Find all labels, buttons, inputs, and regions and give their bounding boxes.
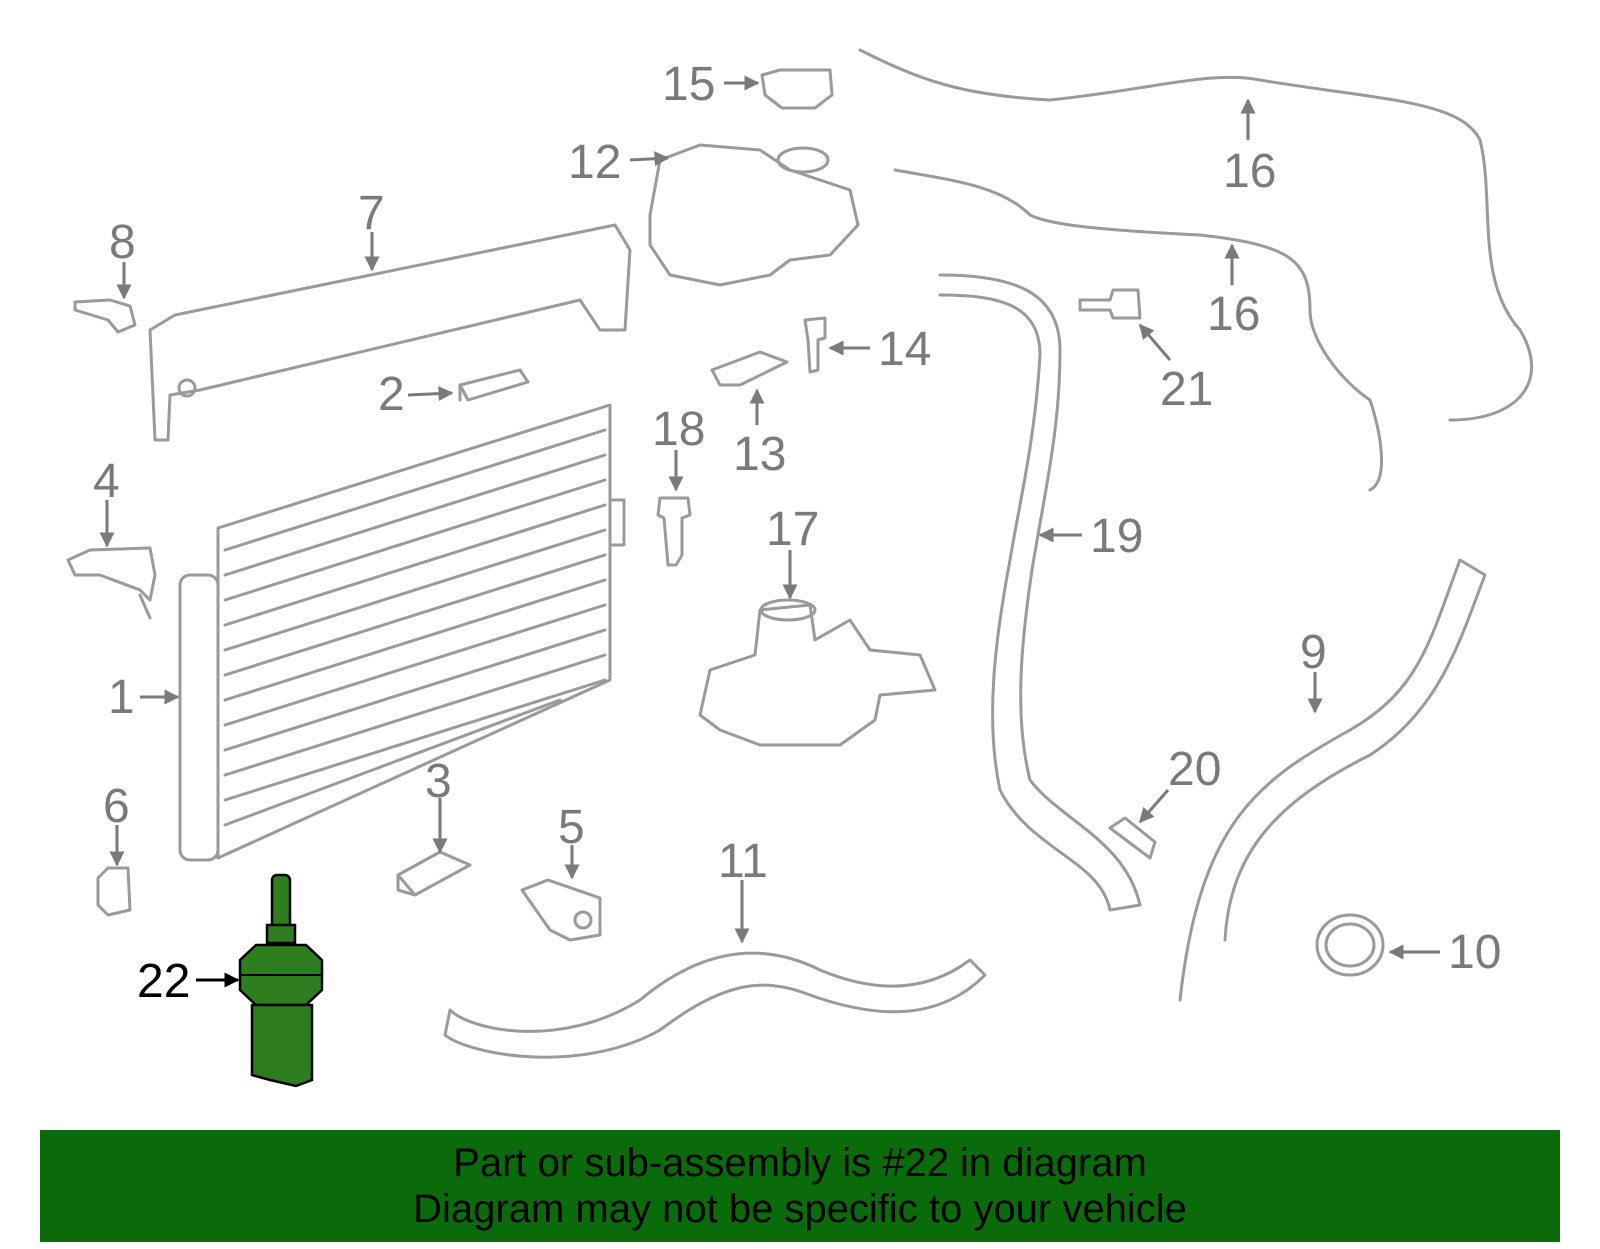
callout-8: 8 <box>109 216 136 269</box>
line-part-19 <box>938 273 1142 912</box>
bolt-part-8 <box>73 298 137 334</box>
hose-part-11 <box>443 951 987 1059</box>
line-part-16b <box>893 168 1383 492</box>
bolt-part-14 <box>803 316 827 374</box>
clip-part-20 <box>1108 816 1157 860</box>
clamp-part-10 <box>1315 913 1385 977</box>
sensor-part-22 <box>238 873 324 1088</box>
callout-4: 4 <box>93 455 120 508</box>
clip-part-6 <box>96 866 132 917</box>
callout-19: 19 <box>1090 510 1143 563</box>
callout-3: 3 <box>425 755 452 808</box>
callout-18: 18 <box>652 403 705 456</box>
callout-13: 13 <box>733 428 786 481</box>
info-banner: Part or sub-assembly is #22 in diagram D… <box>40 1130 1560 1242</box>
bolt-part-21 <box>1078 288 1142 320</box>
callout-6: 6 <box>103 780 130 833</box>
callout-17: 17 <box>766 503 819 556</box>
line-part-16a <box>858 48 1533 422</box>
callout-21: 21 <box>1160 363 1213 416</box>
banner-line-1: Part or sub-assembly is #22 in diagram <box>453 1141 1147 1185</box>
support-part-7 <box>148 223 632 442</box>
callout-5: 5 <box>558 801 585 854</box>
callout-7: 7 <box>358 187 385 240</box>
hose-part-9 <box>1178 558 1487 1002</box>
callout-16-lower: 16 <box>1207 288 1260 341</box>
mount-part-4 <box>66 546 157 620</box>
callout-1: 1 <box>108 671 135 724</box>
parts-diagram: 1 2 3 4 5 6 7 8 9 10 11 12 13 14 <box>66 48 1533 1088</box>
banner-line-2: Diagram may not be specific to your vehi… <box>413 1187 1187 1231</box>
housing-part-17 <box>698 603 937 747</box>
cap-part-15 <box>760 68 834 110</box>
callout-15: 15 <box>662 58 715 111</box>
reservoir-part-12 <box>648 143 860 287</box>
bracket-part-3 <box>396 850 472 897</box>
callout-11: 11 <box>718 835 768 888</box>
bracket-part-2 <box>458 368 530 402</box>
bracket-part-5 <box>520 878 602 942</box>
radiator-part-1 <box>178 403 626 862</box>
callout-22: 22 <box>137 955 190 1008</box>
callout-9: 9 <box>1300 626 1327 679</box>
callout-2: 2 <box>378 368 405 421</box>
callout-20: 20 <box>1168 743 1221 796</box>
callout-14: 14 <box>878 323 931 376</box>
bracket-part-13 <box>710 350 789 387</box>
callout-10: 10 <box>1448 926 1501 979</box>
callout-12: 12 <box>568 136 621 189</box>
bolt-part-18 <box>656 496 692 567</box>
callout-16-upper: 16 <box>1223 145 1276 198</box>
